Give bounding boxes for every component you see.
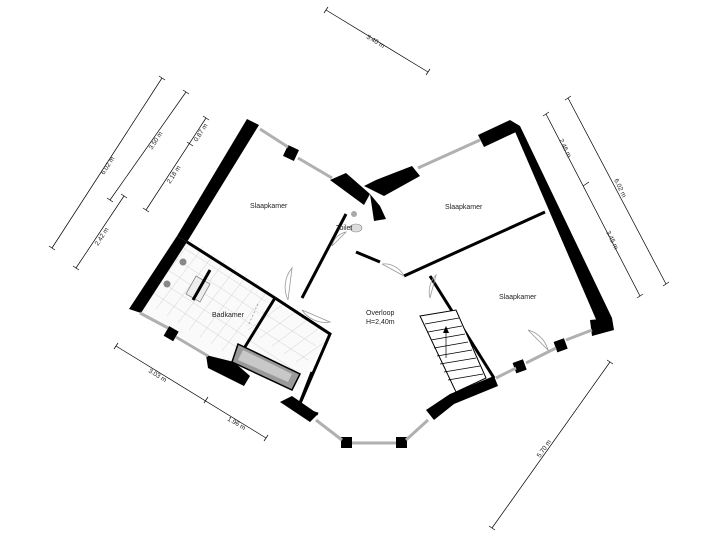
dim-bottom-left-a: 3.03 m [147,368,168,384]
room-labels: Slaapkamer Slaapkamer Slaapkamer Toilet … [212,203,537,326]
doors [247,231,549,352]
dim-left-small-b: 0.87 m [193,123,210,143]
room-label-bedroom-1: Slaapkamer [250,203,288,210]
room-label-bedroom-2: Slaapkamer [445,204,483,211]
dim-left-outer: 6.02 m [100,156,117,176]
dim-right-outer: 6.02 m [612,178,627,199]
room-label-bedroom-3: Slaapkamer [499,294,537,301]
room-label-toilet: Toilet [336,225,352,232]
dim-bottom-right: 5.70 m [536,439,553,459]
staircase [419,309,487,393]
exterior-walls [129,119,614,448]
room-label-landing: Overloop [366,310,395,317]
bathroom-fixtures [163,211,363,391]
dim-left-lower: 2.42 m [94,227,111,247]
dim-left-mid: 3.50 m [148,131,165,151]
room-label-bathroom: Badkamer [212,312,245,319]
dim-right-inner-a: 2.46 m [557,138,572,159]
dim-top: 3.40 m [365,34,386,50]
room-label-landing-height: H=2,40m [366,319,395,326]
dim-bottom-left-b: 1.96 m [226,416,247,432]
windows [139,127,593,445]
dim-left-small-a: 2.18 m [166,165,183,185]
dim-right-inner-b: 3.45 m [604,230,619,251]
